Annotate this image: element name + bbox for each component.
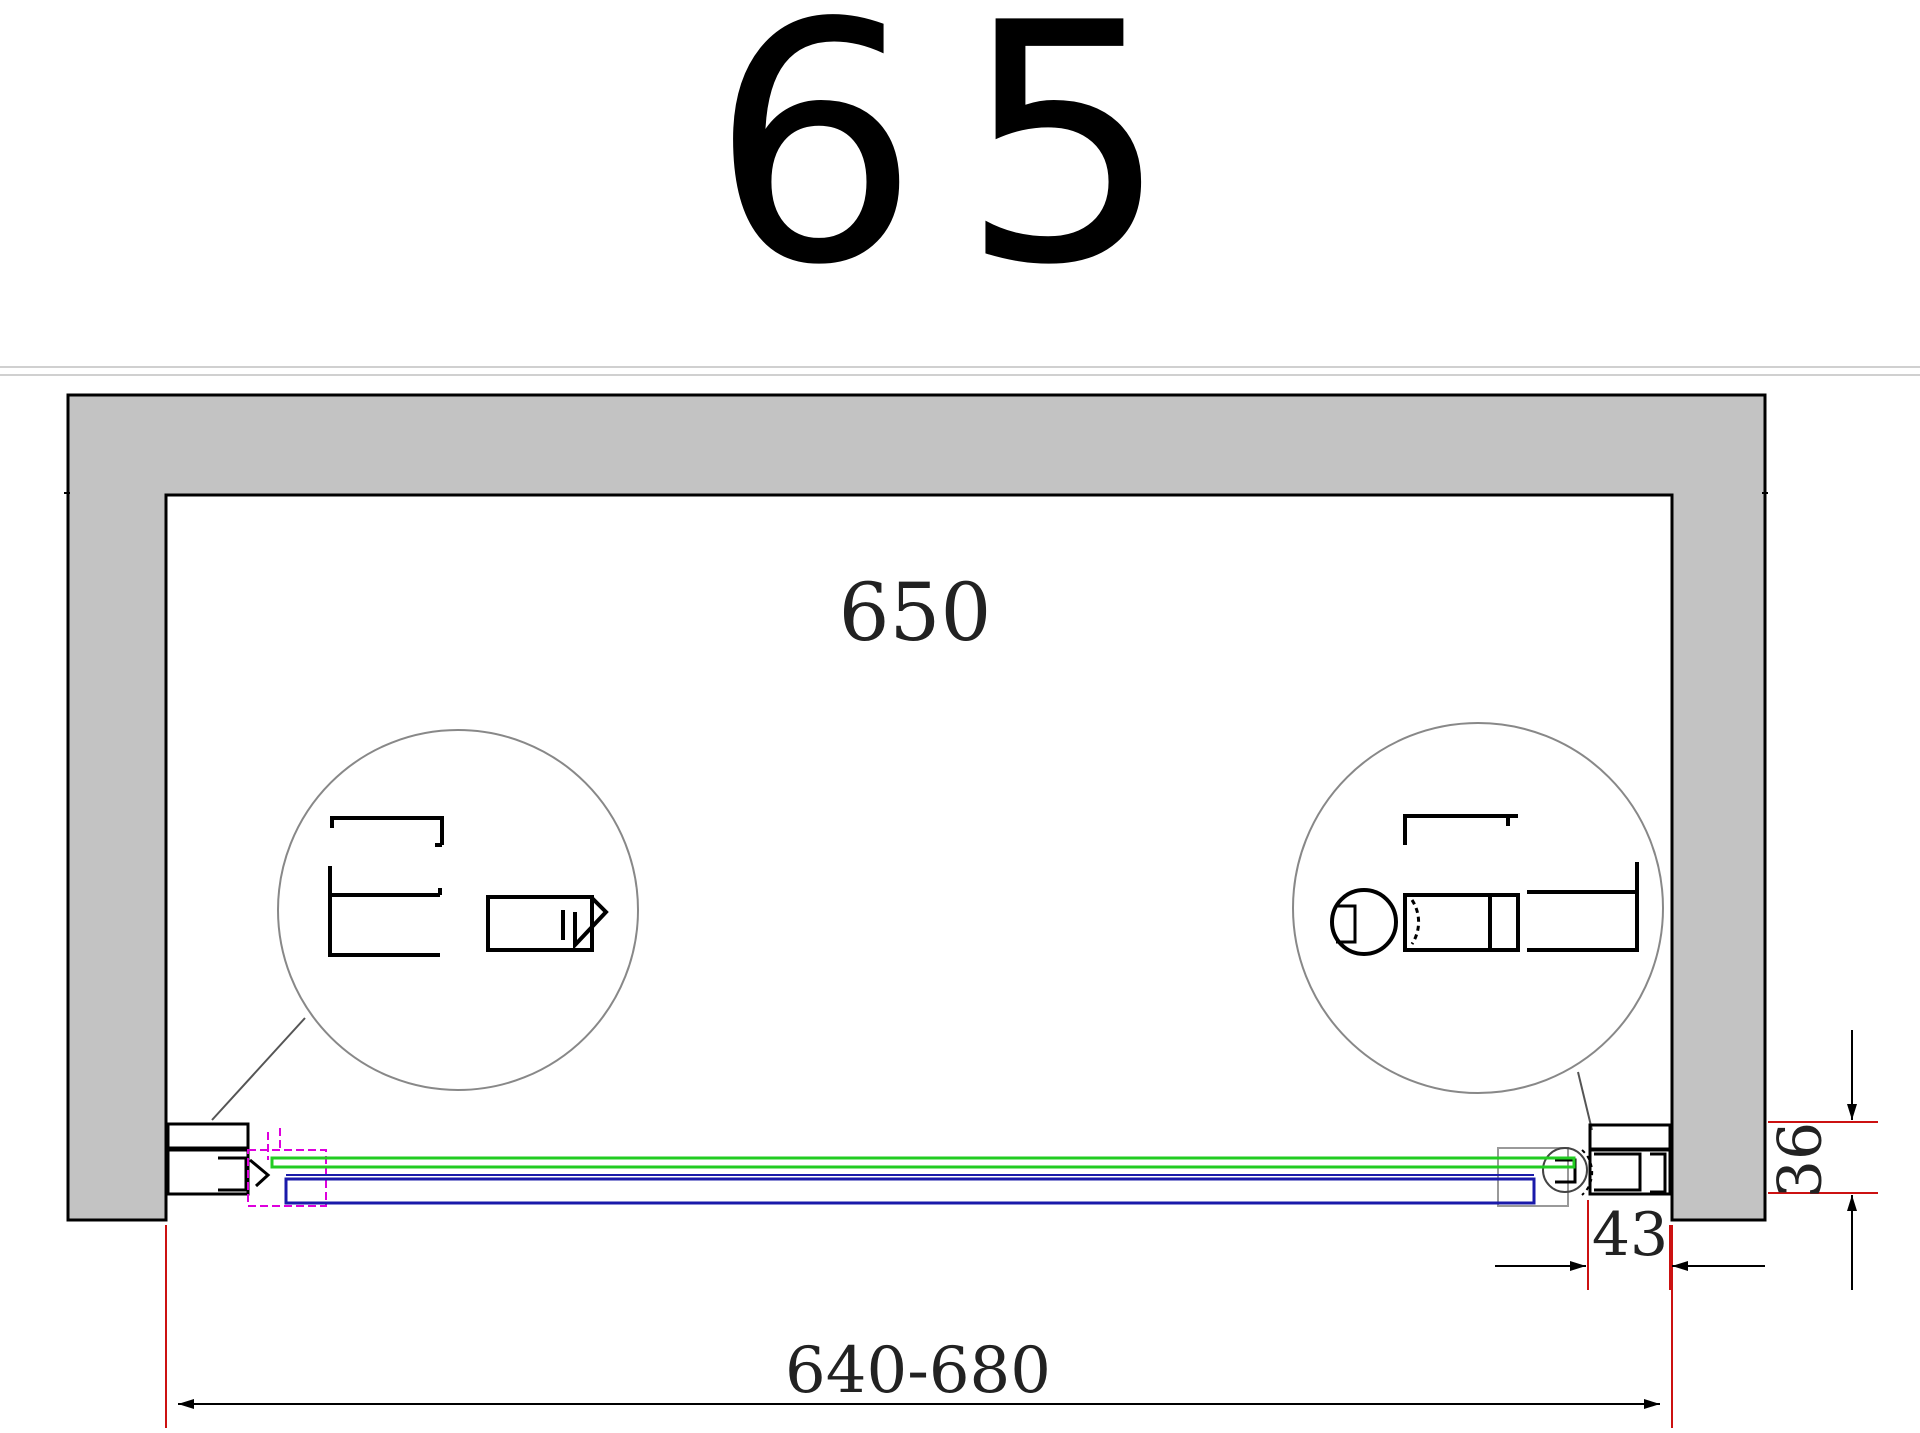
front-glass-panel: [270, 1156, 1576, 1169]
left-detail-callout: [211, 729, 639, 1121]
overall-width-dimension: [165, 1225, 1673, 1428]
profile-depth-dimension: [1768, 1030, 1878, 1290]
right-detail-callout: [1292, 722, 1664, 1131]
alcove-walls: [66, 393, 1767, 1222]
back-glass-panel: [284, 1177, 1536, 1205]
right-wall-profile: [1588, 1123, 1672, 1196]
overall-width-label: 640-680: [785, 1334, 1051, 1408]
inner-width-label: 650: [839, 566, 992, 659]
page-title: 65: [710, 0, 1210, 337]
right-hinge-block: [1497, 1147, 1594, 1207]
profile-width-dimension: [1495, 1200, 1765, 1290]
left-wall-profile: [166, 1122, 271, 1196]
header-divider-bottom: [0, 374, 1920, 376]
header-divider-top: [0, 366, 1920, 368]
left-hinge-block: [247, 1128, 327, 1207]
profile-depth-label: 36: [1766, 1122, 1836, 1198]
profile-width-label: 43: [1592, 1200, 1668, 1270]
